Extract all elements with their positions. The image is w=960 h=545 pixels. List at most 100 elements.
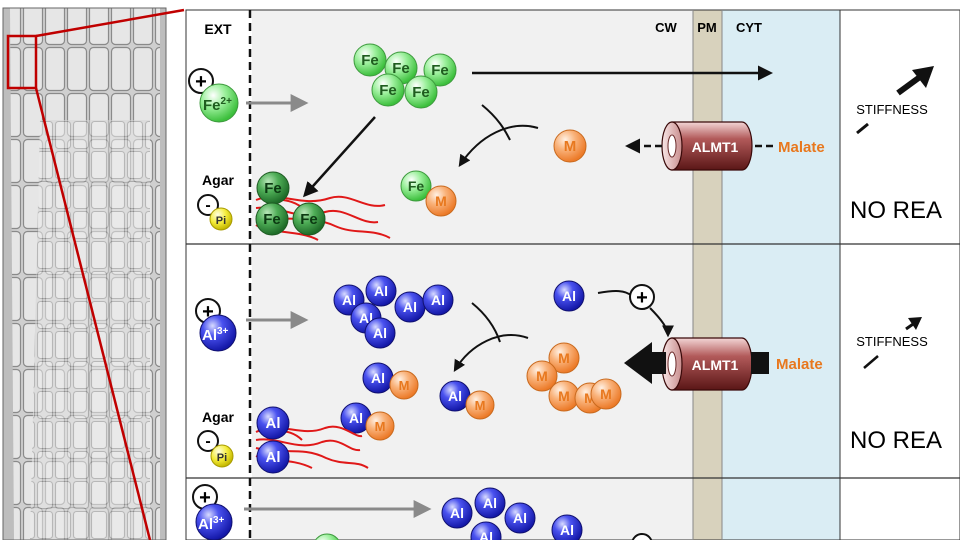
zoom-region-box: [6, 34, 38, 90]
svg-text:Fe: Fe: [379, 82, 397, 99]
fe-ion: Fe: [371, 73, 405, 107]
fe-ion: Fe: [353, 43, 387, 77]
plus-icon: +: [192, 484, 218, 510]
almt1-transporter: ALMT1: [661, 121, 753, 171]
svg-text:Al: Al: [342, 292, 356, 308]
svg-text:Pi: Pi: [216, 215, 226, 227]
svg-text:M: M: [536, 368, 548, 384]
plus-icon: +: [629, 284, 655, 310]
svg-text:+: +: [199, 487, 211, 509]
svg-text:Al: Al: [371, 370, 385, 386]
al-bound-ion: Al: [256, 406, 290, 440]
svg-text:Al: Al: [403, 299, 417, 315]
stiffness-label: STIFFNESS: [856, 102, 928, 117]
zoom-lines: [34, 8, 185, 541]
svg-text:Al: Al: [373, 325, 387, 341]
malate-molecule: M: [425, 185, 457, 217]
minus-icon: -: [197, 194, 219, 216]
fe-bound-ion: Fe: [255, 202, 289, 236]
al-ion: Al: [422, 284, 454, 316]
svg-text:Fe: Fe: [263, 211, 281, 228]
svg-text:Al: Al: [483, 495, 497, 511]
al-ion: Al: [441, 497, 473, 529]
stiffness-tick: [863, 355, 879, 369]
schematic: [185, 9, 960, 541]
cytoplasm-band: [722, 10, 840, 540]
al-ion: Al: [553, 280, 585, 312]
svg-text:+: +: [636, 287, 648, 309]
svg-text:Al3+: Al3+: [202, 326, 229, 344]
svg-text:M: M: [600, 386, 612, 402]
stiffness-up-arrow: [896, 66, 934, 96]
svg-text:ALMT1: ALMT1: [692, 357, 739, 373]
fe-ion: Fe: [404, 75, 438, 109]
svg-text:Fe2+: Fe2+: [203, 96, 232, 114]
fe-ion: Fe: [423, 53, 457, 87]
pm-label: PM: [697, 20, 717, 35]
ext-label: EXT: [204, 21, 232, 37]
svg-text:Al: Al: [374, 283, 388, 299]
root-micrograph: [2, 7, 167, 541]
svg-text:Fe: Fe: [412, 84, 430, 101]
al-ion: Al: [474, 487, 506, 519]
al-ion: Al: [340, 402, 372, 434]
svg-text:-: -: [205, 197, 210, 214]
svg-text:Pi: Pi: [217, 452, 227, 464]
malate-molecule: M: [389, 370, 419, 400]
pi-ion-bubble: Pi: [210, 444, 234, 468]
cw-label: CW: [655, 20, 677, 35]
fe-malate-complex: FeM: [400, 170, 457, 217]
agar-label: Agar: [202, 409, 234, 425]
al-free-ion: Al: [553, 280, 585, 312]
fe-binding-arrow: [302, 116, 376, 198]
svg-text:Al: Al: [431, 292, 445, 308]
svg-text:+: +: [195, 71, 207, 93]
al-ion: Al: [439, 380, 471, 412]
svg-text:Al: Al: [349, 410, 363, 426]
malate-label: Malate: [776, 356, 823, 373]
svg-text:M: M: [375, 419, 386, 434]
svg-text:M: M: [564, 138, 577, 155]
al-ion: Al: [504, 502, 536, 534]
stiffness-label: STIFFNESS: [856, 334, 928, 349]
malate-efflux-arrow-large: [624, 342, 769, 384]
svg-text:Al: Al: [513, 510, 527, 526]
stiffness-tick: [856, 122, 869, 135]
plus-icon: +: [188, 68, 214, 94]
svg-text:Fe: Fe: [392, 60, 410, 77]
malate-molecule: M: [553, 129, 587, 163]
malate-molecule: M: [465, 390, 495, 420]
svg-text:M: M: [435, 193, 447, 209]
svg-text:+: +: [202, 301, 214, 323]
malate-label: Malate: [778, 139, 825, 156]
cyt-label: CYT: [736, 20, 762, 35]
pi-ion-bubble: Pi: [209, 207, 233, 231]
almt1-transporter: ALMT1: [661, 337, 753, 391]
svg-text:Al: Al: [560, 522, 574, 538]
svg-text:Al: Al: [266, 415, 281, 432]
svg-text:Al: Al: [448, 388, 462, 404]
al-ion: Al: [470, 521, 502, 545]
malate-molecule: M: [548, 342, 580, 374]
svg-text:Al: Al: [562, 288, 576, 304]
malate-molecule: M: [548, 380, 580, 412]
svg-text:M: M: [475, 398, 486, 413]
malate-molecule: M: [526, 360, 558, 392]
no-rea-label: NO REA: [850, 197, 942, 224]
al-ion: Al: [551, 514, 583, 545]
svg-text:Fe: Fe: [361, 52, 379, 69]
malate-molecule: M: [365, 411, 395, 441]
cell-wall-space: [252, 10, 693, 540]
svg-text:M: M: [584, 390, 596, 406]
malate-molecule: M: [553, 129, 587, 163]
svg-text:Al: Al: [266, 449, 281, 466]
